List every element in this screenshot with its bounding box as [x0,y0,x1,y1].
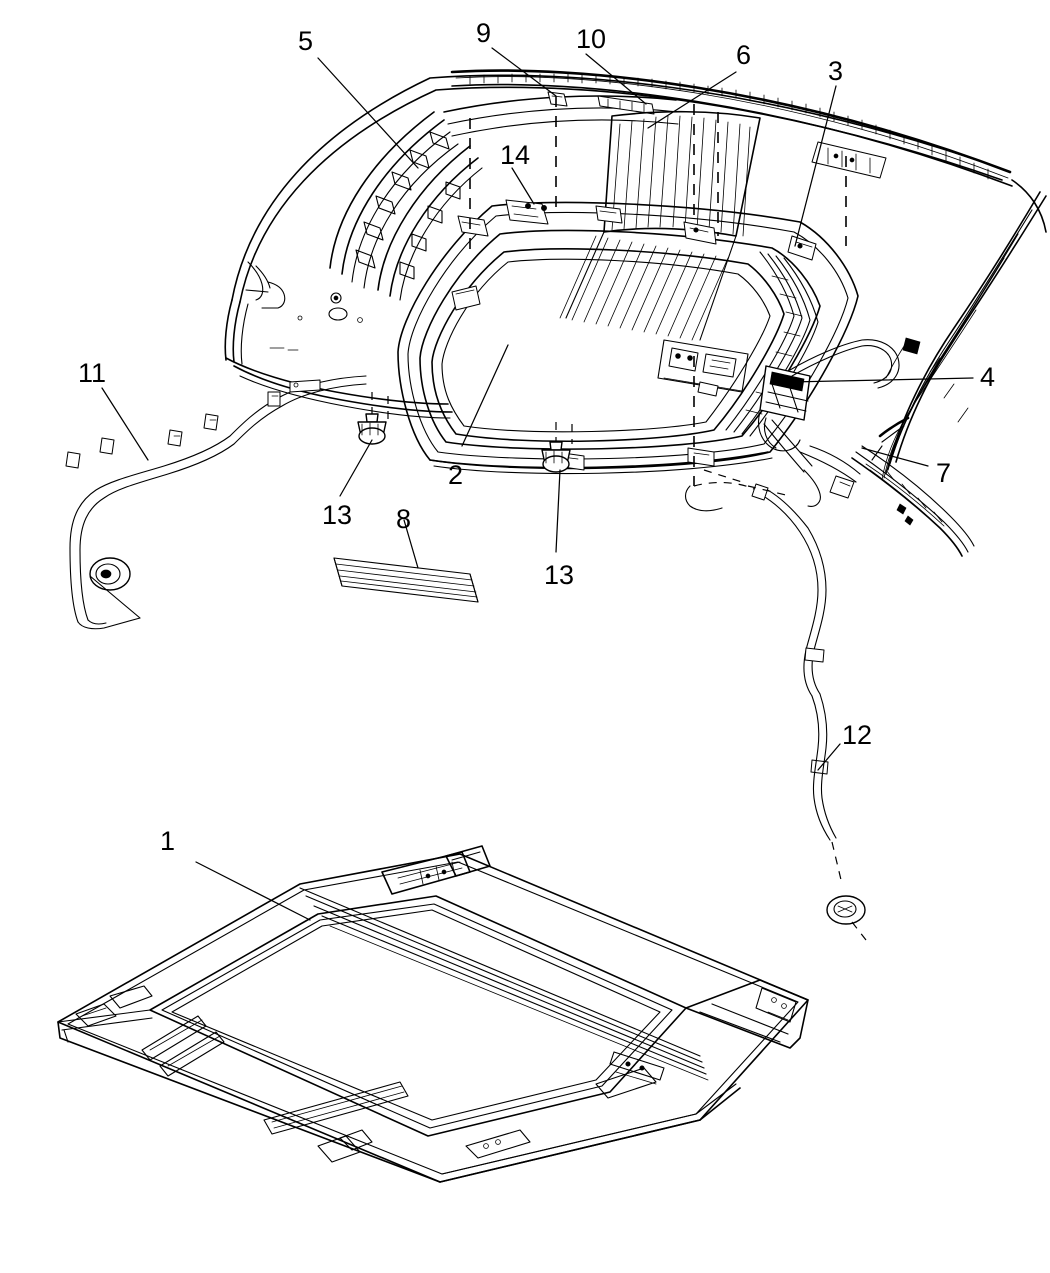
callout-12: 12 [842,720,873,750]
sunroof-frame-upper [397,199,859,475]
sunroof-frame-lower [57,845,809,1183]
vehicle-roof-shell [224,69,1047,481]
callout-5: 5 [298,26,314,56]
callout-13-left: 13 [322,500,353,530]
callout-13-right: 13 [544,560,575,590]
callout-9: 9 [476,18,492,48]
drain-hose-front-left [65,375,367,630]
callout-10: 10 [576,24,607,54]
callout-leader-lines [101,47,974,921]
callout-14: 14 [500,140,531,170]
callout-6: 6 [736,40,752,70]
callout-4: 4 [980,362,996,392]
callout-11: 11 [78,358,107,388]
callout-1: 1 [160,826,176,856]
mounting-stud-left [357,392,387,445]
drain-hose-rear-right [684,481,867,941]
trim-molding [851,416,975,557]
callout-2: 2 [448,460,464,490]
mounting-stud-right [541,422,571,473]
weatherstrip-seal [333,557,479,603]
sunroof-motor-drive [657,337,921,507]
roof-opening-rails [329,91,887,304]
sunshade-panel [559,110,761,341]
callout-7: 7 [936,458,952,488]
alignment-hidden-lines [387,96,847,497]
callout-8: 8 [396,504,412,534]
callout-3: 3 [828,56,844,86]
